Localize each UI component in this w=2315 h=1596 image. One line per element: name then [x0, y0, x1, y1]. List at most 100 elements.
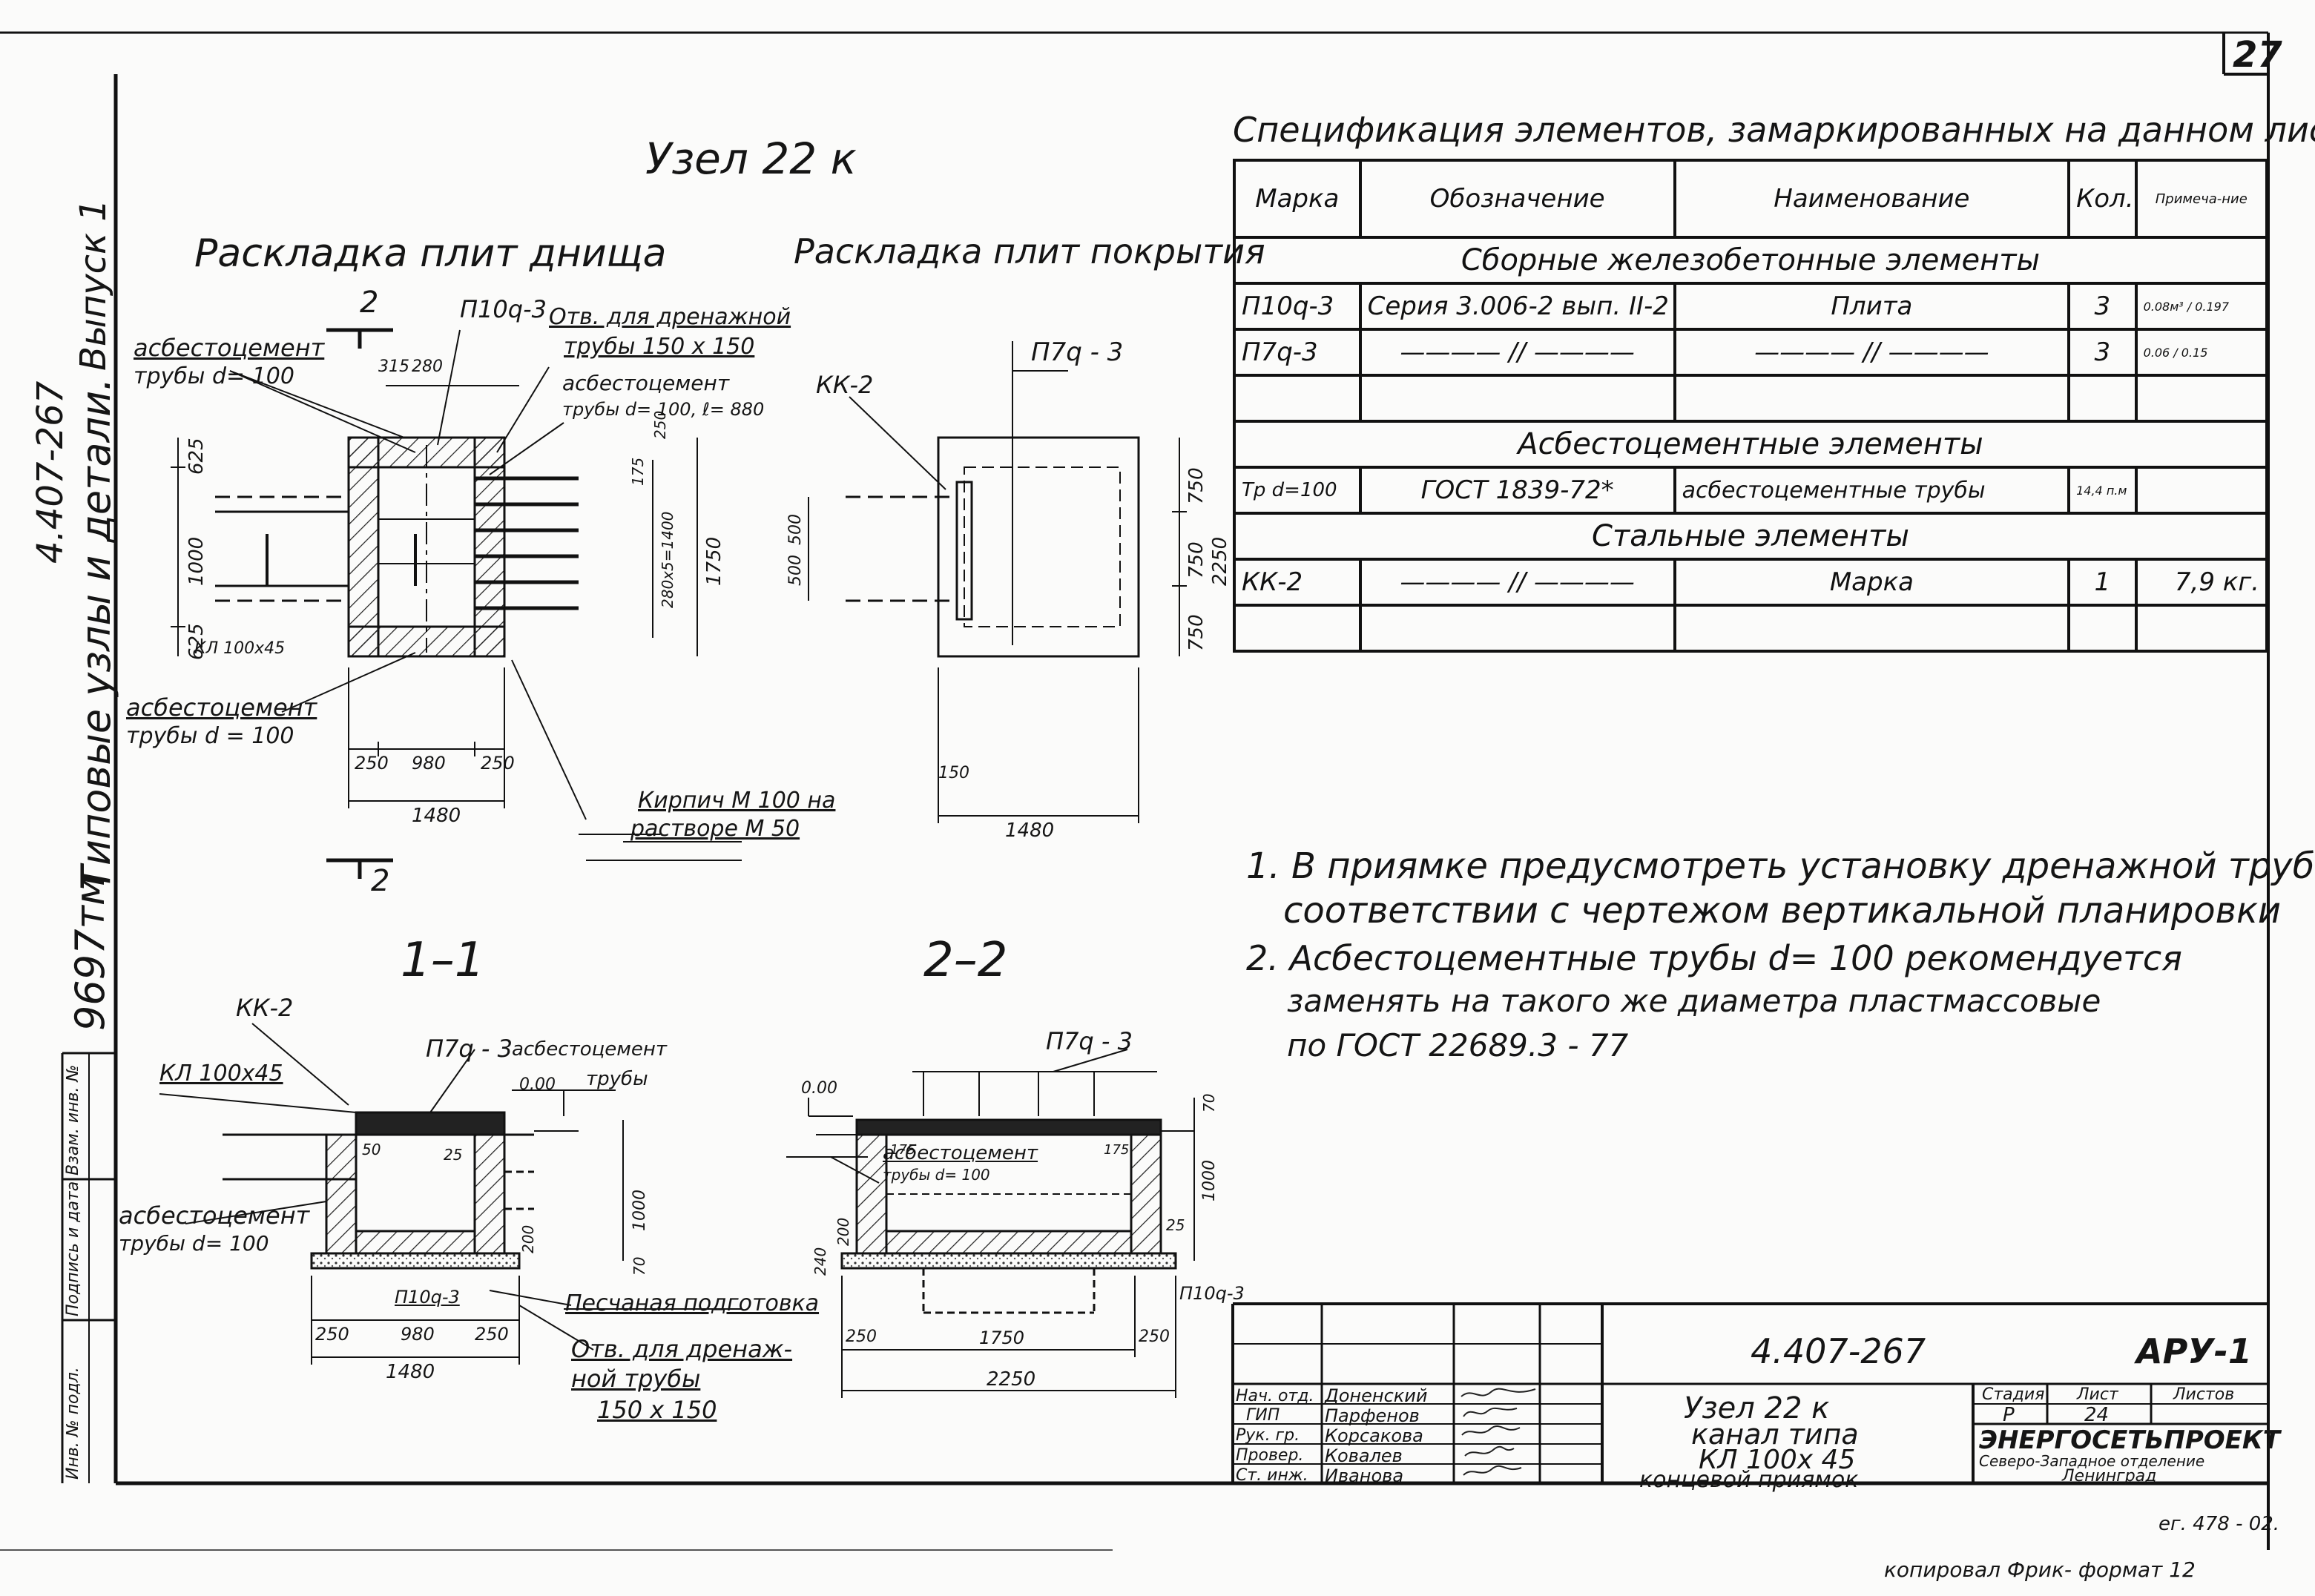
note-1: 1. В приямке предусмотреть установку дре… — [1246, 845, 2315, 887]
dim-250a: 250 — [355, 753, 389, 774]
spec-section-row: Стальные элементы — [1233, 512, 2268, 560]
spec-section-row: Асбестоцементные элементы — [1233, 420, 2268, 468]
label-asb2: асбестоцемент — [562, 371, 730, 395]
label-p7q3-plan: П7q - 3 — [1031, 337, 1124, 367]
dim-750c: 750 — [1185, 614, 1208, 651]
level-0-2: 0.00 — [801, 1079, 837, 1098]
spec-cell: 3 — [2067, 328, 2138, 377]
label-p7q3-sec1: П7q - 3 — [426, 1035, 513, 1063]
spec-header-qty: Кол. — [2067, 159, 2138, 239]
dim-750b: 750 — [1185, 541, 1208, 578]
dim-2250: 2250 — [1209, 536, 1231, 586]
spec-cell — [2134, 374, 2269, 423]
dim-750a: 750 — [1185, 467, 1208, 504]
label-asb-sec3: асбестоцемент — [883, 1142, 1038, 1164]
spec-cell: 3 — [2067, 282, 2138, 331]
spec-cell — [2067, 604, 2138, 653]
tb-sheet: 24 — [2084, 1404, 2110, 1426]
side-series-code: 4.407-267 — [30, 380, 71, 564]
dim-250c: 250 — [651, 410, 669, 439]
label-p10q3: П10q-3 — [460, 295, 547, 323]
spec-cell: КК-2 — [1233, 558, 1362, 607]
section-2-2 — [786, 1049, 1195, 1398]
tb-album: АРУ-1 — [2136, 1331, 2252, 1371]
label-brick: Кирпич М 100 на — [638, 788, 836, 814]
label-drain2c: 150 х 150 — [597, 1396, 717, 1424]
note-2c: по ГОСТ 22689.3 - 77 — [1287, 1027, 1629, 1064]
label-p7q3-sec2: П7q - 3 — [1046, 1027, 1133, 1055]
cut-2-bottom: 2 — [371, 864, 390, 898]
tb-name: Доненский — [1325, 1385, 1428, 1406]
note-2: 2. Асбестоцементные трубы d= 100 рекомен… — [1246, 938, 2182, 978]
label-sand: Песчаная подготовка — [565, 1290, 820, 1316]
side-series: 4.407-267 — [30, 381, 71, 564]
cover-plan-title: Раскладка плит покрытия — [794, 231, 1265, 271]
dim-s2-2250: 2250 — [987, 1368, 1036, 1391]
side-title: Типовые узлы и детали. — [73, 377, 119, 890]
dim-s-25: 25 — [444, 1146, 463, 1164]
dim-s-1000: 1000 — [630, 1190, 649, 1231]
title-block-grid — [1231, 1302, 2268, 1483]
side-code: 9697тм — [67, 875, 113, 1031]
dim-s2-250: 250 — [1139, 1328, 1170, 1346]
spec-header-designation: Обозначение — [1358, 159, 1676, 239]
label-asb1: асбестоцемент — [134, 334, 325, 362]
tb-org: ЭНЕРГОСЕТЬПРОЕКТ — [1979, 1425, 2280, 1455]
ground-lines — [534, 1130, 1194, 1135]
dim-s2-1750: 1750 — [979, 1328, 1025, 1348]
cover-plan — [808, 341, 1187, 823]
label-p10q3-sec2: П10q-3 — [1179, 1283, 1245, 1304]
spec-cell — [2134, 604, 2269, 653]
dim-s2-240: 240 — [811, 1247, 829, 1276]
dim-s-250: 250 — [315, 1324, 349, 1345]
stamp-replace: Взам. инв. № — [64, 1064, 82, 1175]
level-0-1: 0.00 — [519, 1075, 556, 1094]
tb-title-3: КЛ 100х 45 — [1699, 1445, 1856, 1475]
note-2b: заменять на такого же диаметра пластмасс… — [1287, 983, 2101, 1019]
dim-s-70: 70 — [630, 1256, 648, 1276]
dim-s-50: 50 — [362, 1141, 381, 1158]
label-drain2b: ной трубы — [571, 1365, 701, 1393]
dim-s-1480: 1480 — [386, 1361, 435, 1383]
table-row — [1233, 374, 2269, 423]
dim-1480b: 1480 — [1005, 820, 1055, 842]
spec-section-name: Стальные элементы — [1233, 512, 2268, 560]
dim-980: 980 — [412, 753, 446, 774]
spec-header-name: Наименование — [1673, 159, 2071, 239]
dim-s2-175: 175 — [890, 1142, 916, 1158]
dim-150: 150 — [938, 764, 969, 782]
dim-s2-175b: 175 — [1104, 1142, 1130, 1158]
spec-cell: 1 — [2067, 558, 2138, 607]
spec-cell: 14,4 п.м — [2067, 466, 2138, 515]
spec-cell — [1358, 604, 1676, 653]
tb-doc-code: 4.407-267 — [1751, 1331, 1926, 1371]
tb-role: Нач. отд. — [1236, 1387, 1314, 1405]
spec-cell: ———— // ———— — [1358, 328, 1676, 377]
spec-section-name: Асбестоцементные элементы — [1233, 420, 2268, 468]
label-drain1: Отв. для дренажной — [549, 304, 791, 330]
dim-1000: 1000 — [185, 536, 208, 586]
dim-1480: 1480 — [412, 805, 461, 827]
sheet-number: 27 — [2233, 34, 2282, 76]
side-issue: Выпуск 1 — [73, 199, 114, 371]
tb-stage: Р — [2003, 1404, 2015, 1426]
stamp-inv: Инв. № подл. — [64, 1367, 82, 1480]
tb-org-city: Ленинград — [2062, 1467, 2157, 1485]
note-1b: соответствии с чертежом вертикальной пла… — [1283, 890, 2282, 931]
dim-500: 500 — [786, 555, 805, 586]
dim-1750: 1750 — [703, 536, 725, 586]
tb-name: Парфенов — [1325, 1405, 1420, 1426]
dim-625a: 625 — [185, 438, 208, 475]
dim-315: 315 — [378, 357, 409, 376]
section-2-title: 2–2 — [923, 933, 1008, 988]
cut-2-top: 2 — [360, 286, 379, 320]
dim-280: 280 — [412, 357, 443, 376]
dim-280x5: 280х5=1400 — [659, 511, 676, 608]
bottom-plan-title: Раскладка плит днища — [194, 231, 667, 276]
spec-cell: ———— // ———— — [1358, 558, 1676, 607]
dim-625b: 625 — [185, 623, 208, 660]
spec-cell — [1233, 374, 1362, 423]
spec-header-mark: Марка — [1233, 159, 1362, 239]
spec-title: Спецификация элементов, замаркированных … — [1233, 110, 2315, 150]
